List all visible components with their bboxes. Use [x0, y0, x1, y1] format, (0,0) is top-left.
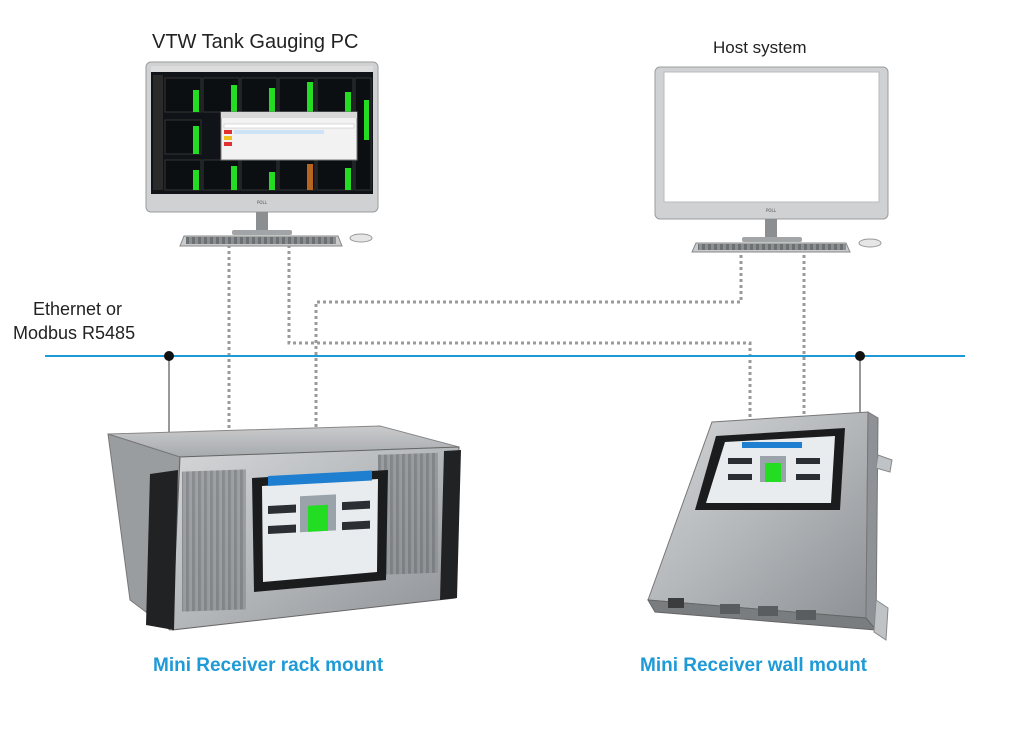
host-mouse	[858, 238, 882, 248]
rack-mount-caption: Mini Receiver rack mount	[153, 655, 384, 676]
pc-keyboard	[179, 235, 343, 247]
svg-text:POLL: POLL	[766, 208, 777, 213]
link-host-to-rack	[314, 255, 743, 430]
bus-label-line2: Modbus R5485	[13, 323, 136, 343]
pc-title: VTW Tank Gauging PC	[152, 31, 359, 53]
host-title: Host system	[713, 38, 807, 57]
rack-bus-node	[164, 351, 174, 361]
pc-monitor: POLL	[145, 61, 379, 235]
wall-mount-caption: Mini Receiver wall mount	[640, 655, 867, 676]
pc-screen-tiles	[153, 75, 372, 191]
host-monitor: POLL	[654, 66, 889, 242]
rack-mount-receiver	[107, 425, 461, 631]
pc-mouse	[349, 233, 373, 243]
bus-label-line1: Ethernet or	[33, 299, 123, 319]
wall-bus-node	[855, 351, 865, 361]
link-pc-to-wall	[287, 245, 752, 420]
host-keyboard	[691, 242, 851, 253]
svg-text:POLL: POLL	[257, 200, 268, 205]
wall-mount-receiver	[647, 411, 893, 641]
dotted-links	[227, 245, 806, 430]
